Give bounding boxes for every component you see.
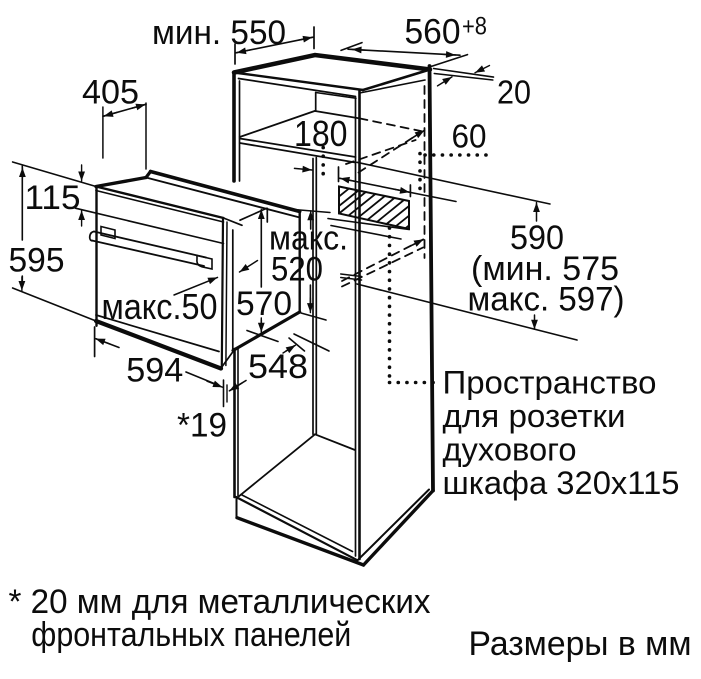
- svg-text:570: 570: [236, 285, 292, 323]
- svg-text:560: 560: [405, 13, 461, 52]
- svg-text:*19: *19: [177, 407, 227, 445]
- svg-text:макс.50: макс.50: [102, 286, 218, 327]
- svg-text:макс.: макс.: [269, 220, 348, 258]
- svg-text:* 20 мм для металлических: * 20 мм для металлических: [9, 583, 431, 621]
- svg-text:590: 590: [510, 219, 564, 257]
- svg-text:60: 60: [452, 118, 487, 155]
- svg-text:Размеры в мм: Размеры в мм: [469, 625, 692, 663]
- svg-text:594: 594: [126, 352, 183, 390]
- svg-text:115: 115: [25, 179, 81, 217]
- svg-text:духового: духового: [443, 432, 577, 468]
- svg-text:20: 20: [497, 74, 531, 111]
- svg-text:520: 520: [271, 251, 323, 289]
- svg-text:(мин. 575: (мин. 575: [471, 250, 619, 288]
- svg-text:для розетки: для розетки: [443, 398, 626, 434]
- svg-text:595: 595: [9, 242, 65, 280]
- svg-text:Пространство: Пространство: [443, 365, 657, 401]
- svg-text:180: 180: [294, 113, 348, 154]
- svg-text:405: 405: [82, 74, 139, 112]
- svg-text:мин. 550: мин. 550: [152, 14, 286, 52]
- svg-text:шкафа 320x115: шкафа 320x115: [443, 465, 680, 501]
- svg-text:макс. 597): макс. 597): [468, 281, 625, 319]
- svg-text:548: 548: [248, 348, 308, 386]
- svg-text:фронтальных панелей: фронтальных панелей: [31, 616, 351, 654]
- svg-text:+8: +8: [462, 13, 487, 41]
